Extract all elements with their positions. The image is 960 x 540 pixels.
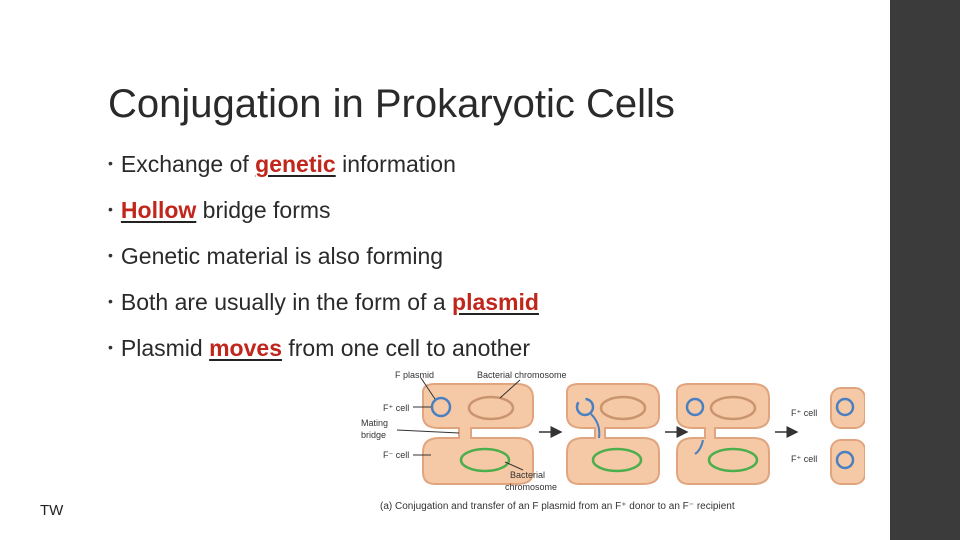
f-plasmid-label: F plasmid bbox=[395, 370, 434, 380]
chromosome-label: chromosome bbox=[505, 482, 557, 492]
bullet-item: • Hollow bridge forms bbox=[108, 194, 539, 240]
bullet-text: Genetic material is also forming bbox=[120, 243, 444, 269]
bullet-list: • Exchange of genetic information • Hollow… bbox=[108, 148, 539, 378]
bullet-highlight: Hollow bbox=[120, 197, 197, 223]
bullet-dot: • bbox=[108, 339, 113, 355]
bullet-text: Plasmid bbox=[120, 335, 210, 361]
f-minus-cell-label: F⁻ cell bbox=[383, 450, 409, 460]
stage-4-cells bbox=[830, 387, 866, 485]
bullet-text: information bbox=[335, 151, 456, 177]
bullet-text: bridge forms bbox=[196, 197, 331, 223]
stage-3-cells bbox=[676, 383, 770, 485]
bullet-dot: • bbox=[108, 247, 113, 263]
f-plus-cell-label: F⁺ cell bbox=[791, 454, 817, 464]
chromosome-shape bbox=[467, 395, 515, 421]
stage-1-cells bbox=[422, 383, 534, 485]
bacterial-chromosome-label: Bacterial chromosome bbox=[477, 370, 567, 380]
bullet-item: • Both are usually in the form of a plasm… bbox=[108, 286, 539, 332]
figure-caption: (a) Conjugation and transfer of an F pla… bbox=[380, 501, 735, 512]
f-plasmid-shape bbox=[430, 396, 452, 418]
conjugation-figure: F plasmid Bacterial chromosome F⁺ cell M… bbox=[355, 362, 866, 520]
stage-2-cells bbox=[566, 383, 660, 485]
bullet-item: • Plasmid moves from one cell to another bbox=[108, 332, 539, 378]
decorative-sidebar bbox=[890, 0, 960, 540]
bullet-highlight: plasmid bbox=[452, 289, 539, 315]
bullet-highlight: genetic bbox=[255, 151, 336, 177]
footer-initials: TW bbox=[40, 502, 64, 519]
bullet-dot: • bbox=[108, 293, 113, 309]
bullet-dot: • bbox=[108, 201, 113, 217]
bullet-text: Exchange of bbox=[120, 151, 256, 177]
chromosome-shape bbox=[459, 447, 511, 473]
mating-label: Mating bbox=[361, 418, 388, 428]
bacterial-label: Bacterial bbox=[510, 470, 545, 480]
bridge-label: bridge bbox=[361, 430, 386, 440]
bullet-item: • Genetic material is also forming bbox=[108, 240, 539, 286]
conjugation-diagram: F plasmid Bacterial chromosome F⁺ cell M… bbox=[361, 370, 866, 512]
bullet-item: • Exchange of genetic information bbox=[108, 148, 539, 194]
page-title: Conjugation in Prokaryotic Cells bbox=[108, 82, 675, 126]
bullet-text: from one cell to another bbox=[281, 335, 531, 361]
bullet-text: Both are usually in the form of a bbox=[120, 289, 453, 315]
bullet-highlight: moves bbox=[209, 335, 282, 361]
f-plus-cell-label: F⁺ cell bbox=[383, 403, 409, 413]
f-plus-cell-label: F⁺ cell bbox=[791, 408, 817, 418]
bullet-dot: • bbox=[108, 155, 113, 171]
